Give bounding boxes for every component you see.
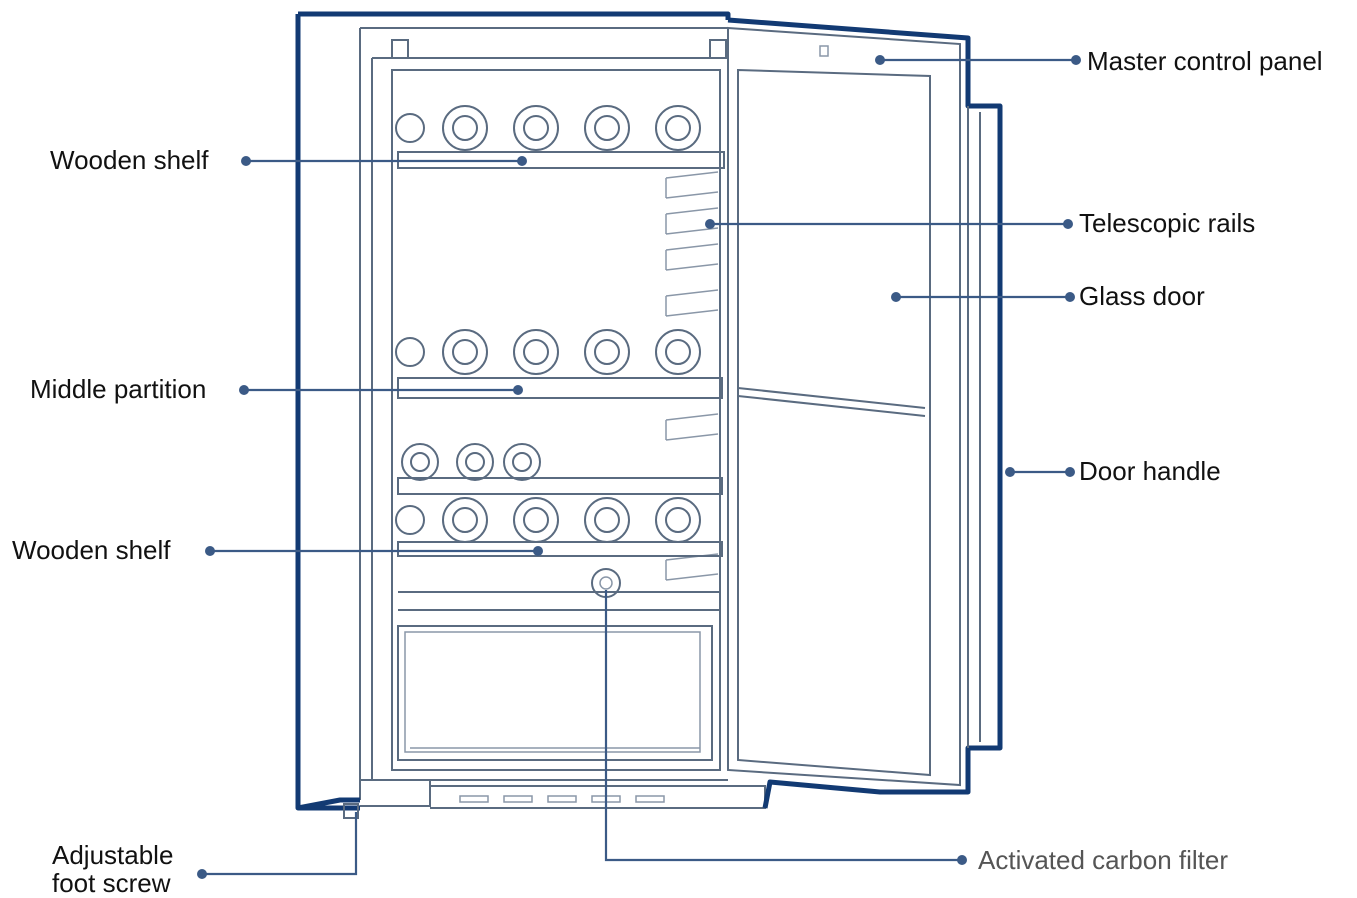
label-adjustable-foot-screw-line1: Adjustable <box>52 840 174 870</box>
shelves <box>397 151 725 761</box>
wine-bottles <box>395 105 701 543</box>
label-master-control-panel: Master control panel <box>1087 46 1323 76</box>
label-telescopic-rails: Telescopic rails <box>1079 208 1256 238</box>
label-adjustable-foot-screw-line2: foot screw <box>52 868 171 898</box>
label-door-handle: Door handle <box>1079 456 1221 486</box>
label-wooden-shelf-bottom: Wooden shelf <box>12 535 171 565</box>
leader-lines <box>197 55 1081 879</box>
label-activated-carbon-filter: Activated carbon filter <box>978 845 1229 875</box>
label-wooden-shelf-top: Wooden shelf <box>50 145 209 175</box>
telescopic-rails-group <box>665 171 719 581</box>
label-glass-door: Glass door <box>1079 281 1205 311</box>
foot-screw-part <box>343 803 359 819</box>
label-middle-partition: Middle partition <box>30 374 207 404</box>
cabinet-body <box>295 11 766 811</box>
glass-door-frame <box>727 17 1003 809</box>
